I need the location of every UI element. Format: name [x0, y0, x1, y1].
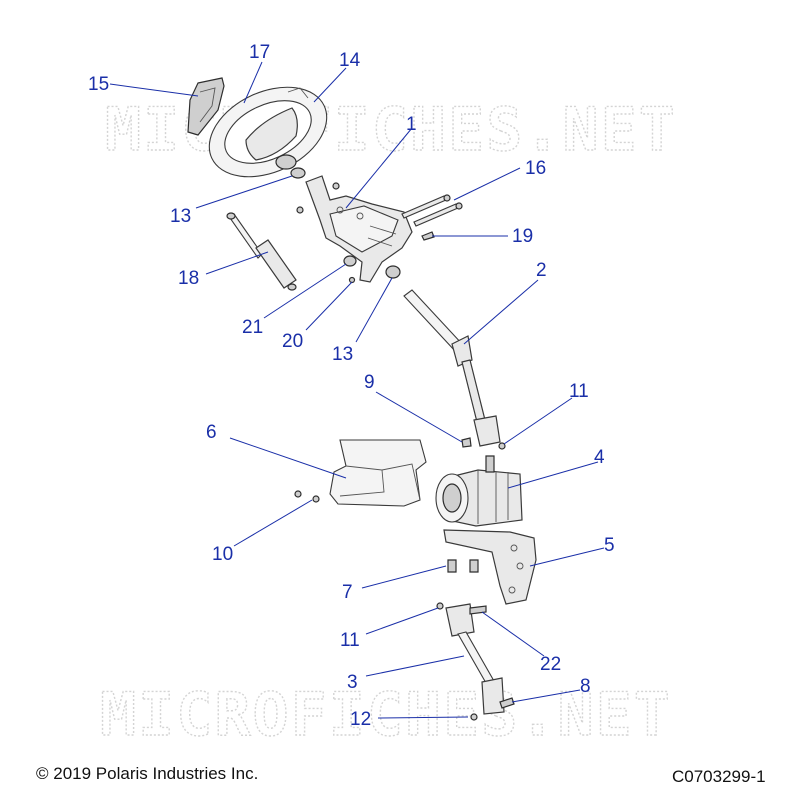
callout-9: 9 — [364, 372, 375, 393]
callout-12: 12 — [350, 709, 371, 730]
callout-5: 5 — [604, 535, 615, 556]
bushing-icon — [290, 167, 306, 179]
callout-14: 14 — [339, 50, 361, 71]
cover-icon — [329, 439, 427, 507]
callout-6: 6 — [206, 422, 217, 443]
leader-lines — [109, 61, 605, 719]
steering-column-icon — [305, 175, 413, 283]
bolt-icon — [401, 194, 463, 227]
callout-21: 21 — [242, 317, 263, 338]
callout-11-upper: 11 — [569, 381, 589, 402]
callout-8: 8 — [580, 676, 591, 697]
callout-10: 10 — [212, 544, 233, 565]
callout-13-upper: 13 — [170, 206, 191, 227]
callout-19: 19 — [512, 226, 533, 247]
shaft-icon — [445, 603, 505, 715]
gas-strut-icon — [226, 212, 297, 291]
callout-3: 3 — [347, 672, 358, 693]
callouts: 17 14 15 1 13 16 19 18 2 21 20 13 9 11 6… — [88, 42, 615, 730]
bolt-icon — [421, 231, 435, 241]
diagram-id: C0703299-1 — [672, 767, 766, 786]
callout-15: 15 — [88, 74, 109, 95]
bolt-icon — [447, 559, 479, 573]
bolt-icon — [296, 182, 340, 214]
callout-7: 7 — [342, 582, 353, 603]
callout-18: 18 — [178, 268, 199, 289]
callout-16: 16 — [525, 158, 546, 179]
bushing-icon — [343, 255, 401, 284]
bolt-icon — [461, 437, 506, 450]
hub-cap-icon — [187, 77, 225, 136]
callout-13-lower: 13 — [332, 344, 353, 365]
callout-20: 20 — [282, 331, 303, 352]
callout-1: 1 — [406, 114, 417, 135]
bolt-icon — [436, 602, 515, 721]
callout-11-lower: 11 — [340, 630, 360, 651]
callout-2: 2 — [536, 260, 547, 281]
callout-17: 17 — [249, 42, 270, 63]
callout-22: 22 — [540, 654, 561, 675]
shaft-icon — [403, 289, 501, 447]
steering-wheel-icon — [208, 86, 328, 178]
copyright-text: © 2019 Polaris Industries Inc. — [36, 764, 258, 783]
nut-icon — [294, 490, 320, 503]
callout-4: 4 — [594, 447, 605, 468]
bracket-icon — [443, 529, 537, 605]
power-steering-unit-icon — [435, 455, 523, 527]
